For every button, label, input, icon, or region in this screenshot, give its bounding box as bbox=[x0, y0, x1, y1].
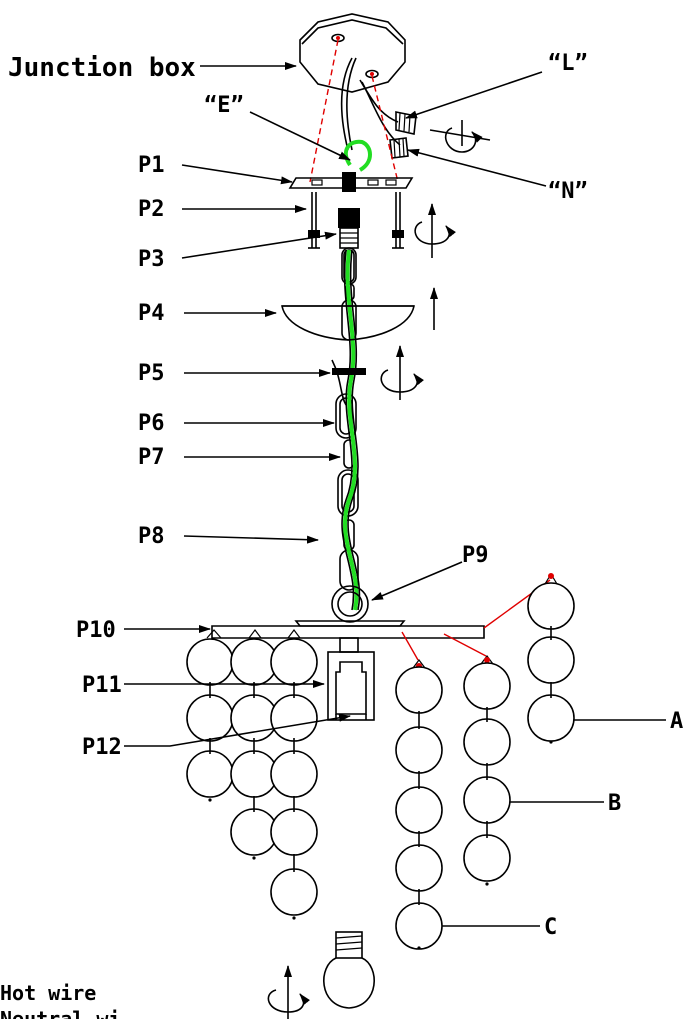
note-neutral-wire: Neutral wi bbox=[0, 1007, 120, 1019]
collar-P5 bbox=[332, 368, 366, 375]
label-E: “E” bbox=[204, 93, 244, 118]
label-P5: P5 bbox=[138, 361, 165, 386]
wire-nut-N bbox=[389, 137, 409, 159]
alignment-guides bbox=[309, 39, 399, 183]
label-P7: P7 bbox=[138, 445, 165, 470]
chain-wires bbox=[341, 249, 361, 611]
label-P12: P12 bbox=[82, 735, 122, 760]
label-P10: P10 bbox=[76, 618, 116, 643]
label-P4: P4 bbox=[138, 301, 165, 326]
crystal-strand-left-3 bbox=[270, 629, 318, 920]
junction-box-icon bbox=[299, 13, 406, 93]
label-junction-box: Junction box bbox=[8, 53, 196, 83]
crystal-strand-left-2 bbox=[230, 629, 278, 860]
label-P8: P8 bbox=[138, 524, 165, 549]
light-bulb-icon bbox=[323, 931, 375, 1009]
threaded-nipple-P3 bbox=[338, 208, 360, 249]
label-P6: P6 bbox=[138, 411, 165, 436]
loop-P9 bbox=[331, 585, 369, 623]
label-P9: P9 bbox=[462, 543, 489, 568]
label-C: C bbox=[544, 915, 557, 940]
note-hot-wire: Hot wire bbox=[0, 981, 96, 1005]
crystal-strand-C bbox=[395, 631, 443, 950]
label-L: “L” bbox=[548, 51, 588, 76]
label-A: A bbox=[670, 709, 683, 734]
mounting-bar-P1 bbox=[288, 172, 414, 192]
leader-arrows bbox=[124, 62, 666, 927]
canopy-P4 bbox=[281, 305, 415, 341]
label-P2: P2 bbox=[138, 197, 165, 222]
label-P1: P1 bbox=[138, 153, 165, 178]
label-P3: P3 bbox=[138, 247, 165, 272]
crystal-strand-left-1 bbox=[186, 629, 234, 802]
crystal-strand-B bbox=[443, 633, 511, 886]
label-P11: P11 bbox=[82, 673, 122, 698]
label-N: “N” bbox=[548, 179, 588, 204]
rotate-arrow-icon bbox=[267, 965, 310, 1019]
rotate-arrow-icon bbox=[380, 345, 424, 400]
screws-P2 bbox=[308, 192, 404, 249]
rotate-arrow-icon bbox=[429, 120, 491, 153]
crystal-strand-A bbox=[483, 572, 575, 744]
up-arrow-icon bbox=[414, 203, 456, 258]
socket-P11 bbox=[327, 651, 375, 721]
label-B: B bbox=[608, 791, 621, 816]
